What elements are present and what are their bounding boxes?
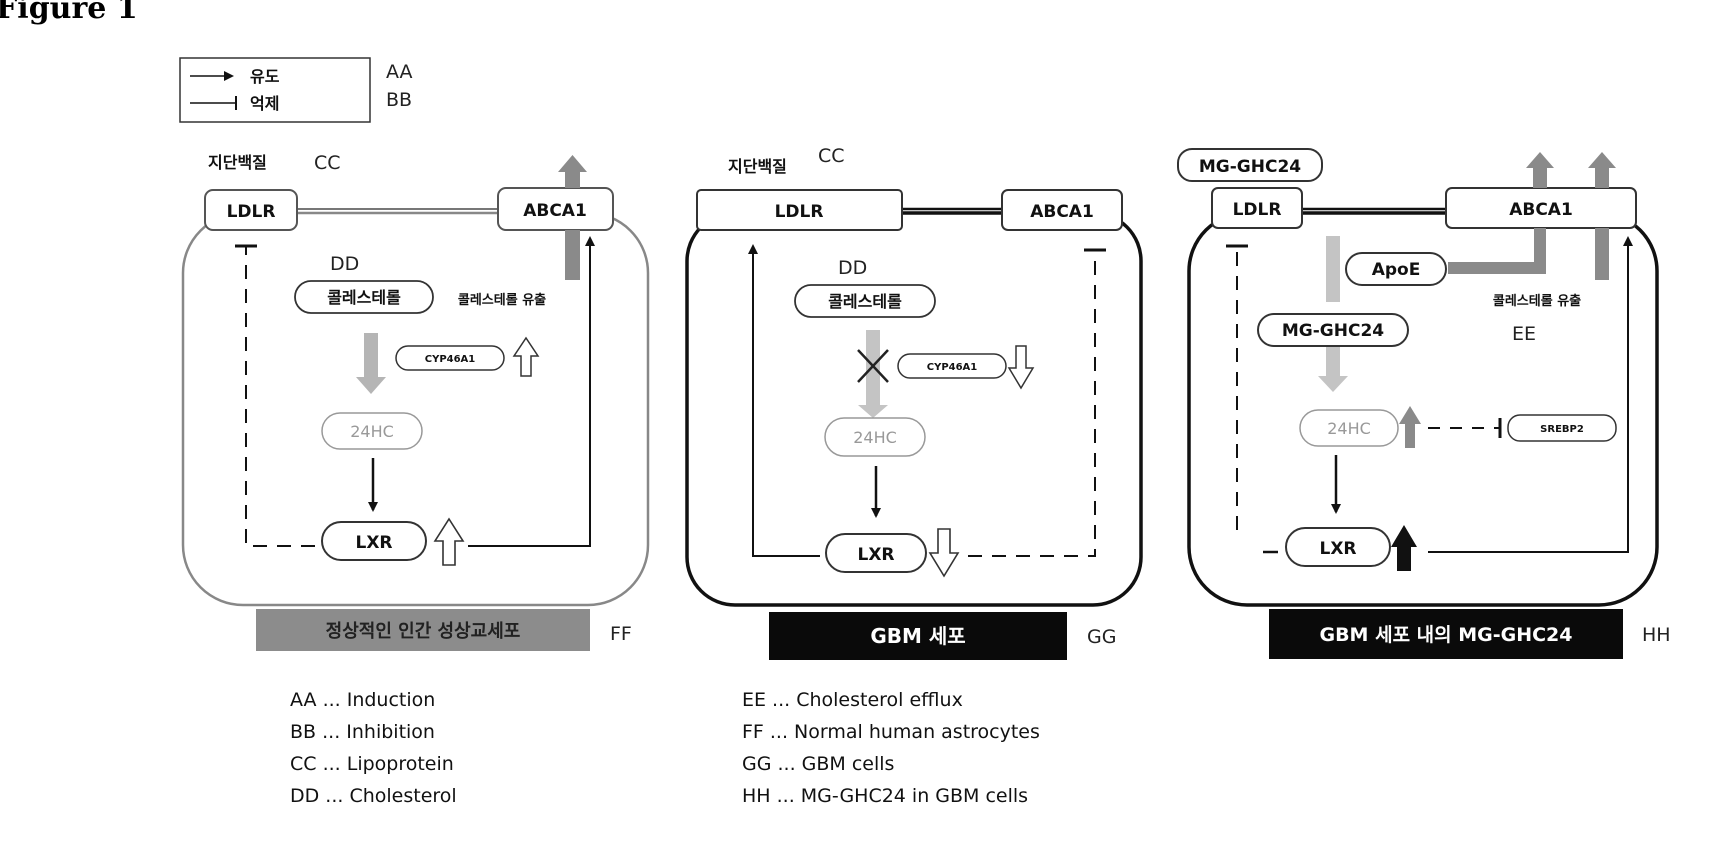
srebp2-label: SREBP2 <box>1540 424 1584 435</box>
legend-induction-code: AA <box>386 61 413 83</box>
legend-inhibition-code: BB <box>386 89 412 111</box>
24hc-label: 24HC <box>1327 419 1371 438</box>
efflux-arrow-lower <box>565 230 580 280</box>
legend-inhibition-label: 억제 <box>250 94 279 113</box>
key-item-ee: EE ... Cholesterol efflux <box>742 689 963 711</box>
24hc-up-arrow-shaft <box>1405 422 1415 448</box>
caption-label: GBM 세포 내의 MG-GHC24 <box>1319 624 1572 646</box>
24hc-label: 24HC <box>350 422 394 441</box>
efflux-arrow-2-shaft <box>1595 167 1609 188</box>
cholesterol-code: DD <box>330 253 359 275</box>
apoe-label: ApoE <box>1372 260 1421 280</box>
cholesterol-code: DD <box>838 257 867 279</box>
efflux-arrow-2-head <box>1588 152 1616 168</box>
abca1-label: ABCA1 <box>523 201 587 221</box>
lxr-label: LXR <box>857 545 894 565</box>
figure-title: Figure 1 <box>0 0 138 26</box>
efflux-arrow-head <box>558 155 587 172</box>
efflux-arrow-1-shaft <box>1533 167 1547 188</box>
conversion-arrow-shaft <box>364 333 378 377</box>
key-item-gg: GG ... GBM cells <box>742 753 894 775</box>
mg-ghc24-internal-label: MG-GHC24 <box>1282 321 1384 341</box>
key-list-right: EE ... Cholesterol efflux FF ... Normal … <box>742 689 1040 807</box>
cyp46a1-label: CYP46A1 <box>425 354 476 365</box>
efflux-code: EE <box>1512 323 1536 345</box>
uptake-arrow-shaft <box>1326 236 1340 302</box>
ldlr-label: LDLR <box>227 202 276 222</box>
lxr-label: LXR <box>355 533 392 553</box>
lipoprotein-code: CC <box>314 152 341 174</box>
key-item-aa: AA ... Induction <box>290 689 435 711</box>
lipoprotein-label: 지단백질 <box>208 153 267 172</box>
conversion-arrow-shaft <box>1326 346 1340 376</box>
abca1-label: ABCA1 <box>1509 200 1573 220</box>
efflux-label: 콜레스테롤 유출 <box>458 292 546 308</box>
ldlr-label: LDLR <box>775 202 824 222</box>
legend-induction-label: 유도 <box>250 67 280 86</box>
cyp46a1-label: CYP46A1 <box>927 362 978 373</box>
key-item-ff: FF ... Normal human astrocytes <box>742 721 1040 743</box>
efflux-label: 콜레스테롤 유출 <box>1493 293 1581 309</box>
caption-code: HH <box>1642 624 1671 646</box>
lxr-label: LXR <box>1319 539 1356 559</box>
caption-code: FF <box>610 623 632 645</box>
panel-gbm-cells: 지단백질 CC LDLR ABCA1 DD 콜레스테롤 CYP46A1 24HC… <box>687 145 1141 660</box>
abca1-label: ABCA1 <box>1030 202 1094 222</box>
key-item-bb: BB ... Inhibition <box>290 721 435 743</box>
key-item-dd: DD ... Cholesterol <box>290 785 457 807</box>
lipoprotein-label: 지단백질 <box>728 157 787 176</box>
caption-label: 정상적인 인간 성상교세포 <box>326 621 521 642</box>
efflux-arrow-upper <box>565 172 580 188</box>
ldlr-label: LDLR <box>1233 200 1282 220</box>
caption-code: GG <box>1087 626 1116 648</box>
key-item-cc: CC ... Lipoprotein <box>290 753 454 775</box>
legend: 유도 억제 AA BB <box>180 58 413 122</box>
mg-ghc24-external-label: MG-GHC24 <box>1199 157 1301 177</box>
key-item-hh: HH ... MG-GHC24 in GBM cells <box>742 785 1028 807</box>
panel-mg-ghc24-in-gbm: MG-GHC24 LDLR ABCA1 ApoE 콜레스테롤 유출 EE MG-… <box>1178 149 1671 659</box>
conversion-arrow-shaft <box>866 330 880 408</box>
key-list-left: AA ... Induction BB ... Inhibition CC ..… <box>290 689 457 807</box>
efflux-arrow-1-head <box>1526 152 1554 168</box>
24hc-label: 24HC <box>853 428 897 447</box>
panel-normal-astrocytes: 지단백질 CC LDLR ABCA1 DD 콜레스테롤 콜레스테롤 유출 CYP… <box>183 152 648 651</box>
cholesterol-label: 콜레스테롤 <box>828 292 902 311</box>
caption-label: GBM 세포 <box>870 624 965 648</box>
efflux-arrow-lower <box>1595 228 1609 280</box>
lipoprotein-code: CC <box>818 145 845 167</box>
cholesterol-label: 콜레스테롤 <box>327 288 401 307</box>
